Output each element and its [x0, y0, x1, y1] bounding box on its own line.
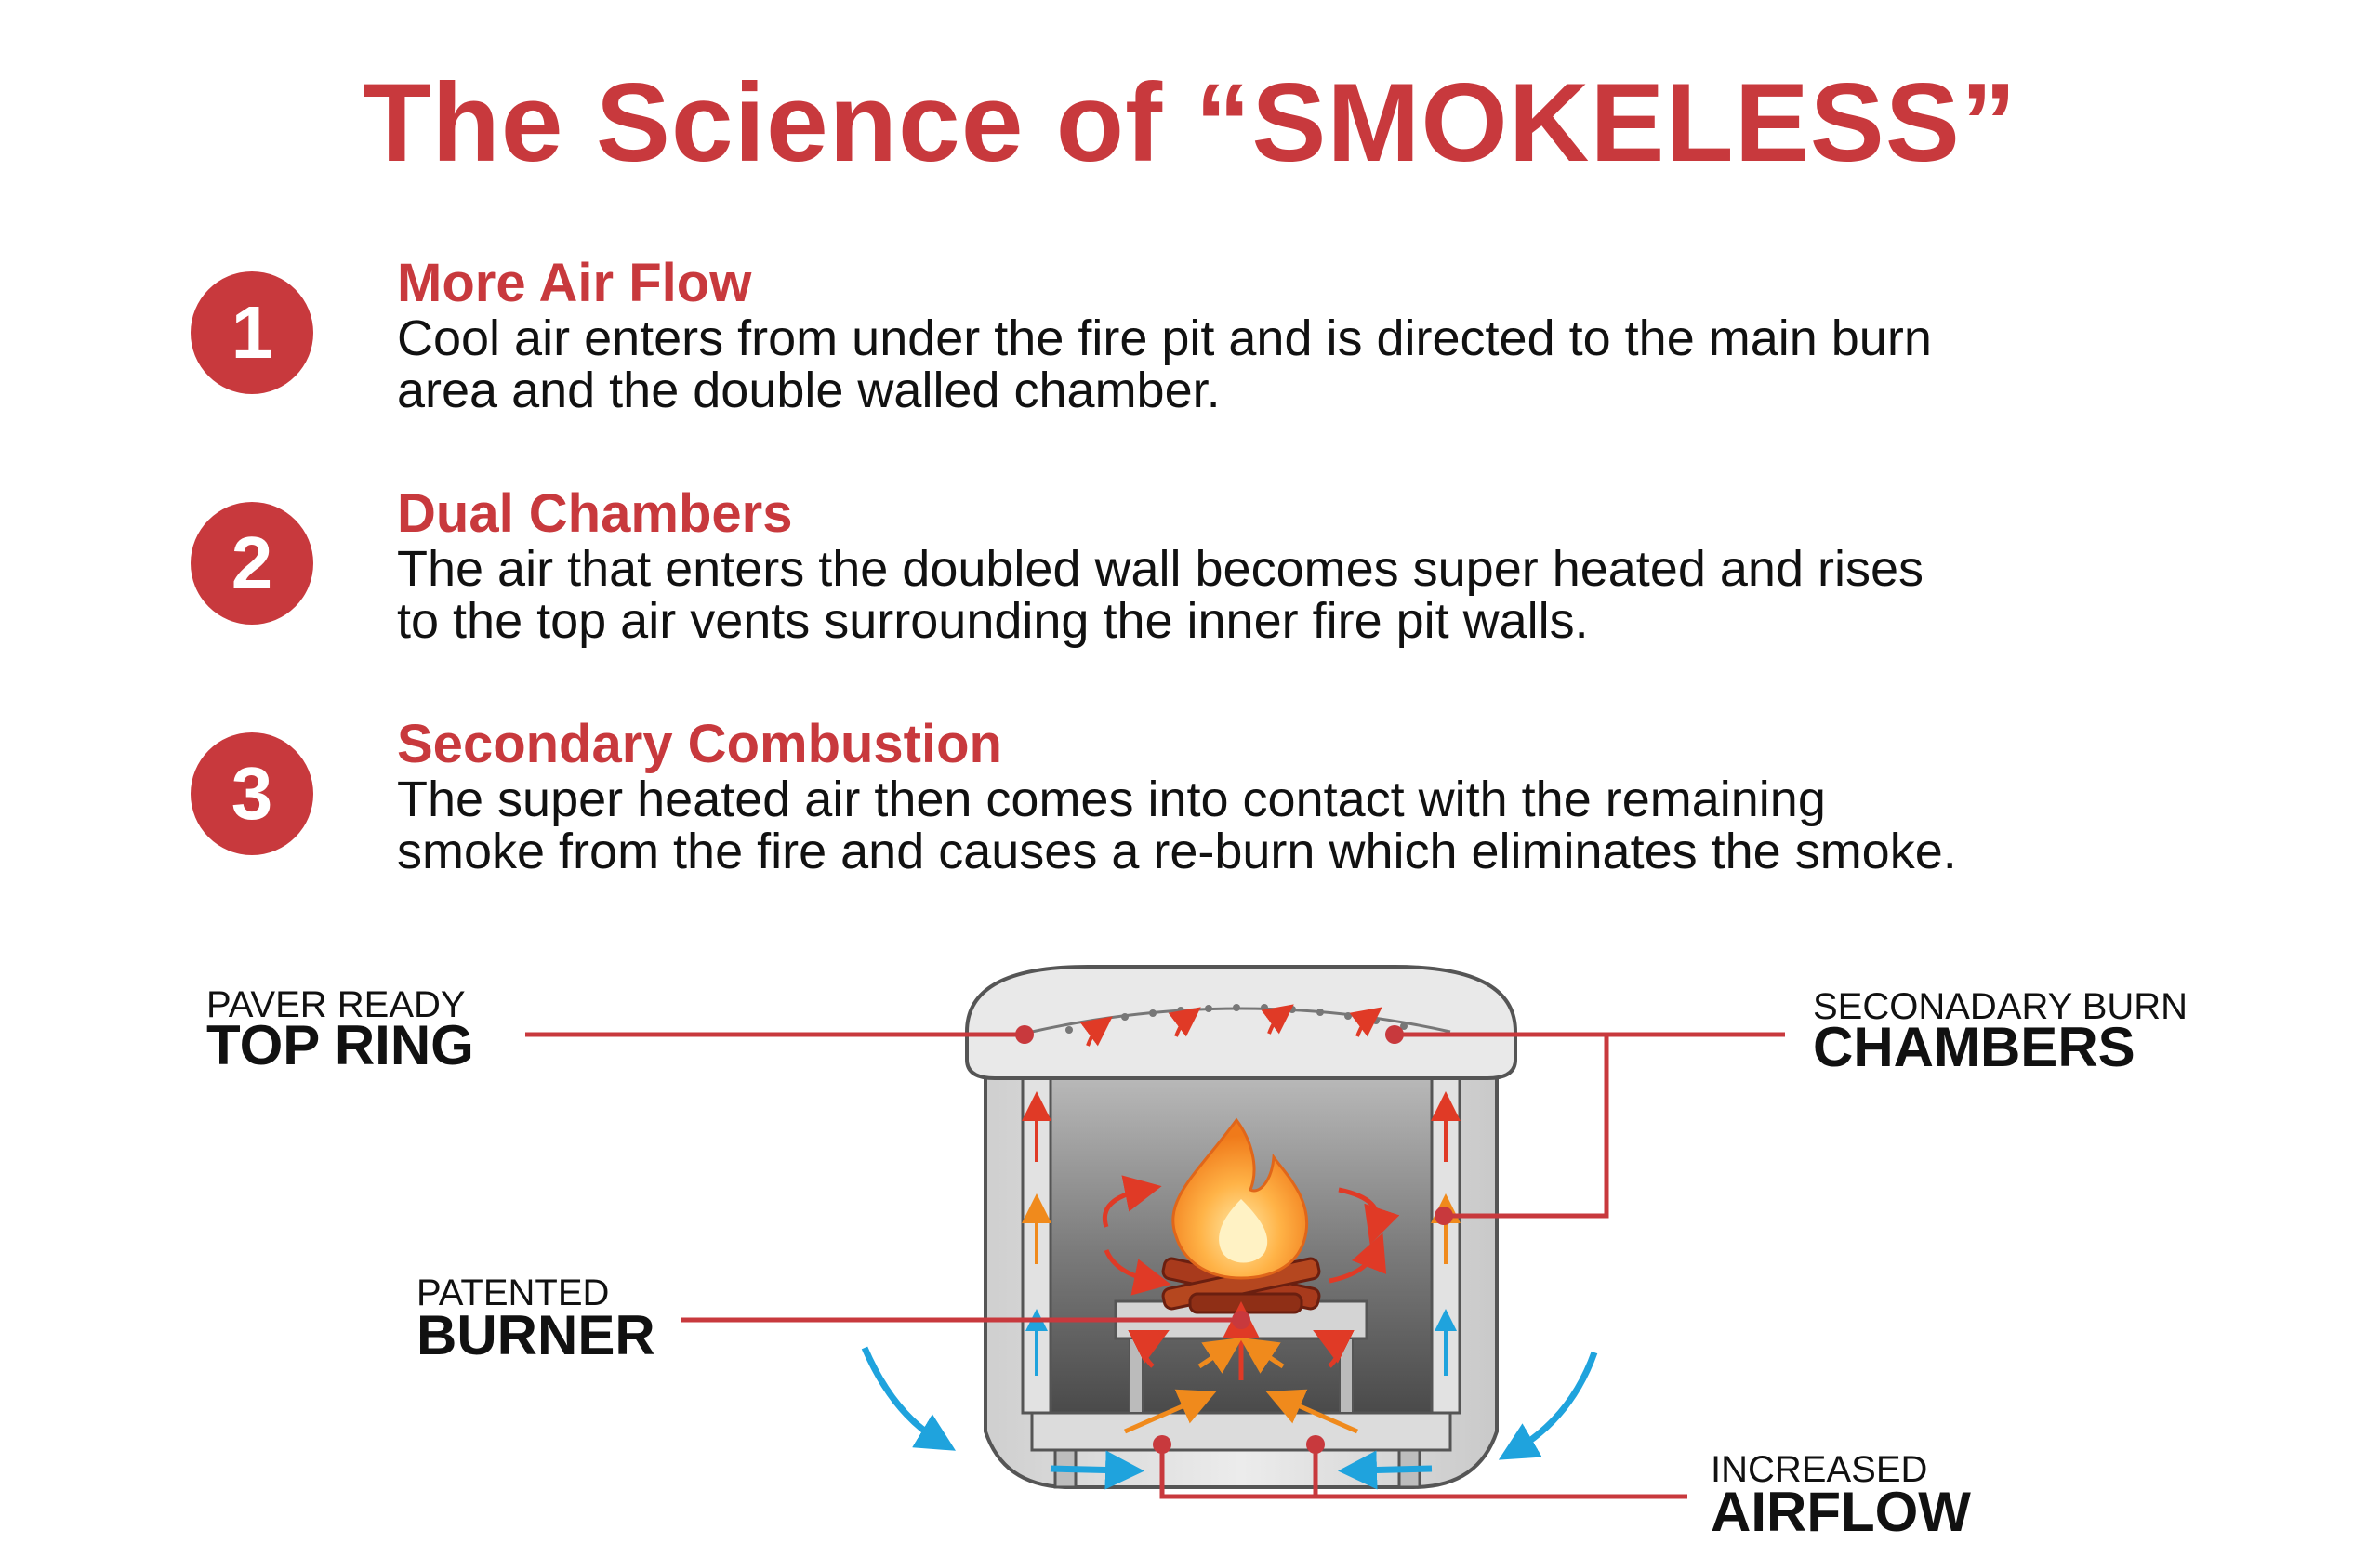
- label-small: PATENTED: [416, 1272, 610, 1313]
- leader-dots: [1015, 1025, 1453, 1454]
- step-heading: Secondary Combustion: [397, 714, 1002, 774]
- label-small: SECONADARY BURN: [1813, 986, 2188, 1027]
- step-line: Cool air enters from under the fire pit …: [397, 310, 1932, 366]
- label-large: AIRFLOW: [1711, 1481, 1971, 1543]
- step-description: The super heated air then comes into con…: [397, 773, 2219, 877]
- step-description: Cool air enters from under the fire pit …: [397, 312, 2219, 416]
- step-1: 1 More Air Flow Cool air enters from und…: [191, 253, 2236, 465]
- step-line: The super heated air then comes into con…: [397, 771, 1826, 827]
- label-large: TOP RING: [206, 1014, 474, 1076]
- cool-air-arrow-icon: [861, 1346, 1598, 1490]
- label-burner: PATENTED BURNER: [416, 1273, 655, 1365]
- step-description: The air that enters the doubled wall bec…: [397, 543, 2219, 647]
- wall-airflow: [1022, 1091, 1461, 1376]
- step-heading: More Air Flow: [397, 253, 752, 313]
- flame-icon: [1171, 1117, 1309, 1280]
- step-number-badge: 2: [191, 502, 313, 625]
- step-number-badge: 3: [191, 732, 313, 855]
- label-large: BURNER: [416, 1304, 655, 1366]
- label-small: PAVER READY: [206, 984, 466, 1025]
- step-3: 3 Secondary Combustion The super heated …: [191, 714, 2236, 926]
- page-title: The Science of “SMOKELESS”: [363, 60, 2017, 185]
- label-airflow: INCREASED AIRFLOW: [1711, 1450, 1971, 1541]
- top-ring: [965, 965, 1517, 1080]
- label-large: CHAMBERS: [1813, 1016, 2135, 1078]
- step-number-badge: 1: [191, 271, 313, 394]
- step-heading: Dual Chambers: [397, 483, 793, 544]
- warm-air-arrows: [1123, 1337, 1359, 1434]
- label-top-ring: PAVER READY TOP RING: [206, 985, 474, 1075]
- step-line: to the top air vents surrounding the inn…: [397, 593, 1589, 649]
- label-small: INCREASED: [1711, 1449, 1928, 1490]
- label-chambers: SECONADARY BURN CHAMBERS: [1813, 987, 2188, 1076]
- step-line: The air that enters the doubled wall bec…: [397, 541, 1924, 597]
- step-line: smoke from the fire and causes a re-burn…: [397, 824, 1957, 879]
- step-line: area and the double walled chamber.: [397, 363, 1221, 418]
- step-2: 2 Dual Chambers The air that enters the …: [191, 483, 2236, 695]
- leader-lines: [525, 1032, 1785, 1499]
